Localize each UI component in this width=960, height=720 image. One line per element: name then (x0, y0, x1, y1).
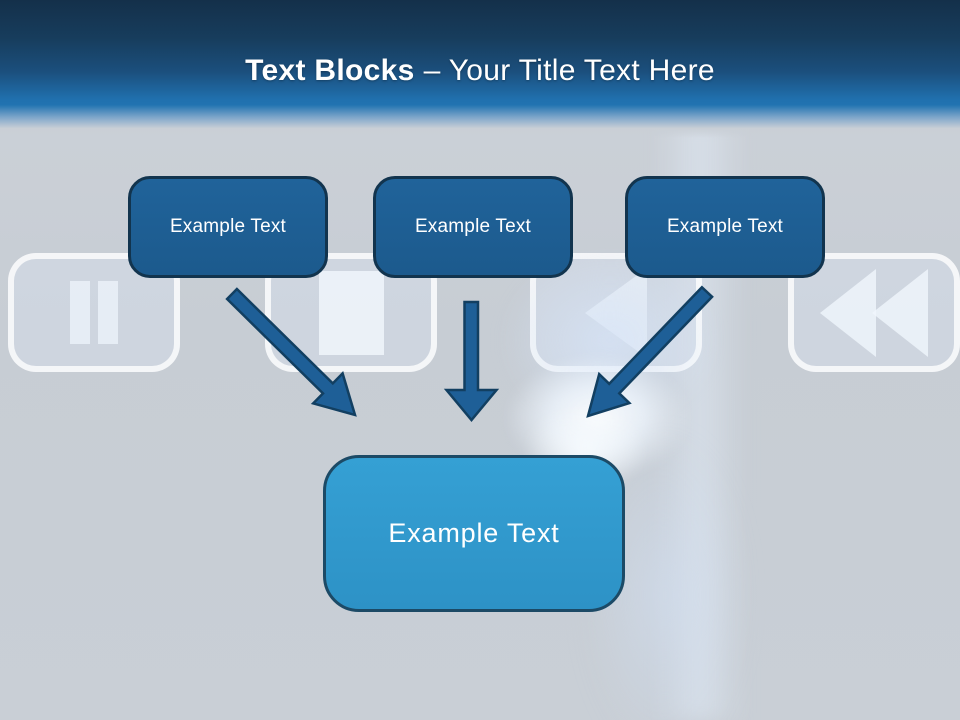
text-block-2-label: Example Text (414, 216, 532, 237)
rewind-icon (820, 268, 928, 357)
arrow-middle-down (443, 300, 500, 422)
pause-icon (70, 281, 118, 344)
page-title-bold: Text Blocks (245, 54, 415, 87)
previous-icon (585, 267, 647, 358)
title-bar (0, 0, 960, 138)
text-block-1[interactable]: Example Text (128, 176, 328, 278)
stop-icon (318, 270, 384, 355)
bottom-text-block[interactable]: Example Text (323, 455, 625, 612)
text-block-3[interactable]: Example Text (625, 176, 825, 278)
text-block-2[interactable]: Example Text (373, 176, 573, 278)
page-title-regular: – Your Title Text Here (423, 54, 715, 87)
text-block-1-label: Example Text (169, 216, 287, 237)
page-title: Text Blocks– Your Title Text Here (0, 54, 960, 88)
rewind-button-graphic (788, 253, 960, 372)
text-block-3-label: Example Text (666, 216, 784, 237)
bottom-text-block-label: Example Text (388, 518, 560, 548)
